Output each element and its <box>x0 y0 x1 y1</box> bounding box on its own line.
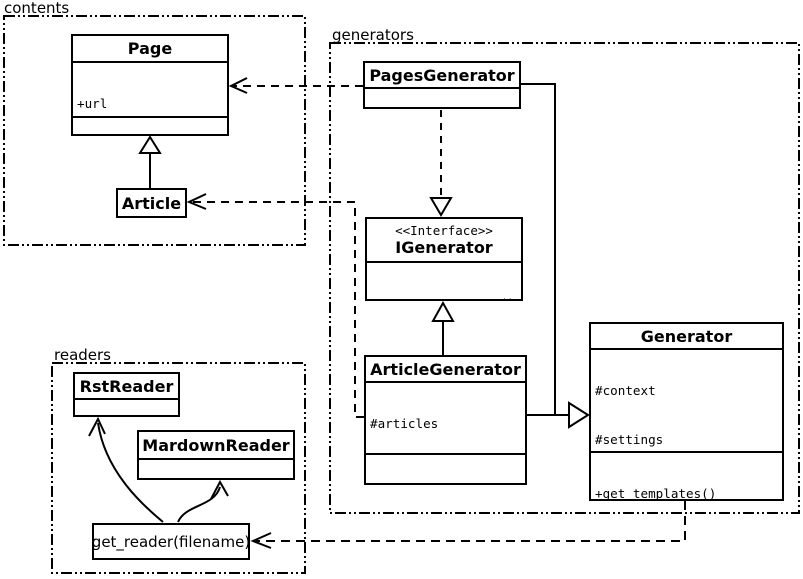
arrow-getreader-mardownreader <box>177 479 229 523</box>
generalization-generators-generator <box>521 83 590 429</box>
class-article: Article <box>116 188 187 218</box>
dependency-pagesgenerator-page <box>228 77 363 94</box>
class-articlegenerator: ArticleGenerator #articles #dates #tags … <box>364 355 527 485</box>
class-pagesgenerator-attributes: #pages <box>365 89 519 107</box>
class-pagesgenerator-title: PagesGenerator <box>365 63 519 89</box>
class-rstreader-title: RstReader <box>75 374 178 400</box>
class-page-methods: +check_properties() <box>73 118 227 134</box>
package-contents-border <box>3 15 306 246</box>
class-article-title: Article <box>121 193 182 213</box>
arrow-getreader-rstreader <box>88 416 164 523</box>
class-page-title: Page <box>73 36 227 63</box>
method: +generate_context() <box>371 296 518 299</box>
class-pagesgenerator: PagesGenerator #pages <box>363 61 521 109</box>
class-igenerator-header: <<Interface>> IGenerator <box>367 219 521 263</box>
class-mardownreader: MardownReader +read() <box>137 430 295 480</box>
package-label-contents: contents <box>4 0 70 17</box>
class-rstreader-methods: +read() <box>75 400 178 415</box>
class-page-attributes: +url +slug +summary <box>73 63 227 118</box>
class-igenerator: <<Interface>> IGenerator +generate_conte… <box>365 217 523 301</box>
package-borders <box>3 15 800 574</box>
realization-pagesgenerator-igenerator <box>429 110 453 217</box>
class-articlegenerator-title: ArticleGenerator <box>366 357 525 383</box>
package-label-readers: readers <box>54 346 111 364</box>
generalization-article-page <box>138 135 162 188</box>
class-igenerator-stereotype: <<Interface>> <box>395 222 493 238</box>
class-articlegenerator-methods: +generate_feeds() +generate_pages() <box>366 455 525 483</box>
class-igenerator-title: IGenerator <box>395 237 493 257</box>
class-generator-attributes: #context #settings #path #theme #output_… <box>591 350 782 453</box>
class-page: Page +url +slug +summary +check_properti… <box>71 34 229 136</box>
attribute: #articles <box>370 416 439 432</box>
attribute: +url <box>77 96 108 112</box>
method: +get_templates() <box>595 486 717 499</box>
package-readers-border <box>51 362 306 574</box>
class-generator-title: Generator <box>591 324 782 350</box>
package-label-generators: generators <box>332 26 414 44</box>
class-mardownreader-methods: +read() <box>139 460 293 478</box>
function-get-reader: get_reader(filename) <box>92 523 250 560</box>
attribute: #context <box>595 383 656 399</box>
class-mardownreader-title: MardownReader <box>139 432 293 460</box>
function-get-reader-label: get_reader(filename) <box>91 532 251 551</box>
dependency-articlegenerator-article <box>186 193 364 418</box>
class-generator-methods: +get_templates() +get_files(path,exclude… <box>591 453 782 499</box>
class-igenerator-methods: +generate_context() +generate_output() <box>367 263 521 299</box>
package-generators-border <box>329 42 800 514</box>
generalization-articlegenerator-igenerator <box>431 300 455 355</box>
dependency-generator-getreader <box>250 501 686 549</box>
class-rstreader: RstReader +read() <box>73 372 180 417</box>
class-generator: Generator #context #settings #path #them… <box>589 322 784 501</box>
attribute: #settings <box>595 432 664 448</box>
class-articlegenerator-attributes: #articles #dates #tags #categories <box>366 383 525 455</box>
